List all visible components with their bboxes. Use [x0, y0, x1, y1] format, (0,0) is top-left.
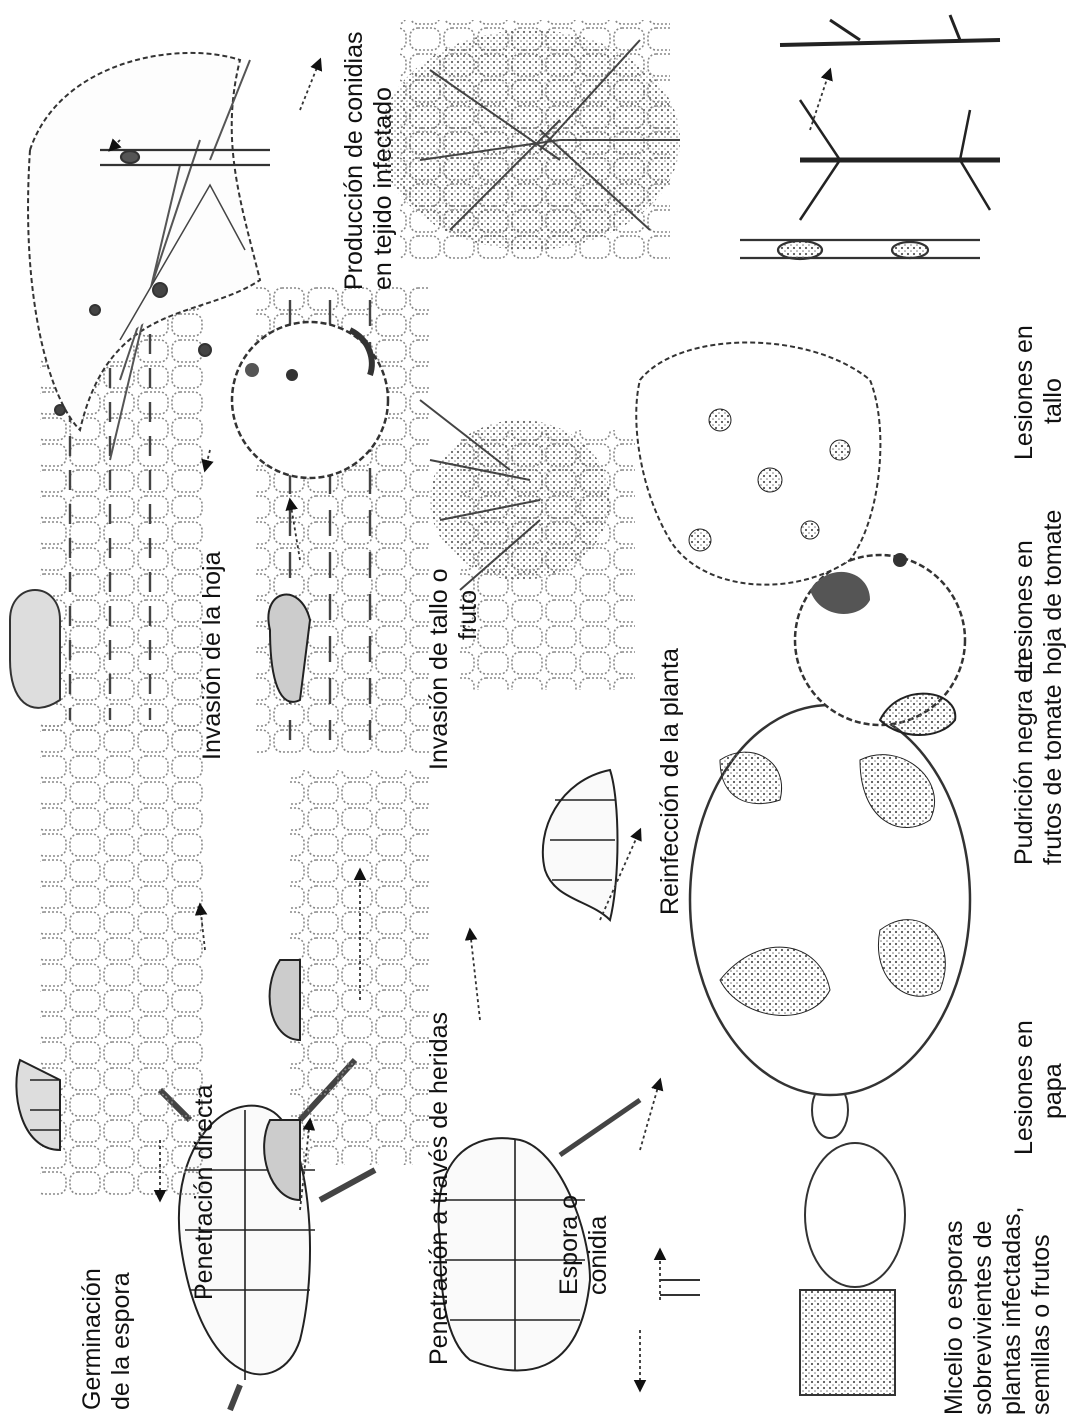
wound-penetration-tissue: [264, 770, 430, 1200]
label-spore: Espora o conidia: [555, 1195, 613, 1295]
label-fruit-rot: Pudrición negra en frutos de tomate: [1010, 655, 1068, 865]
infected-fruit: [232, 322, 388, 478]
seedlings: [780, 15, 1000, 220]
label-leaf-invasion: Invasión de la hoja: [198, 552, 227, 760]
label-direct-penetration: Penetración directa: [190, 1085, 219, 1300]
label-wound-penetration: Penetración a través de heridas: [425, 1012, 454, 1365]
label-leaf-lesions: Lesiones en hoja de tomate: [1010, 510, 1068, 675]
reinfection-spore: [543, 770, 618, 920]
mycelium-samples: [660, 1082, 905, 1395]
label-stem-lesions: Lesiones en tallo: [1010, 325, 1068, 460]
label-stem-fruit-invasion: Invasión de tallo o fruto: [425, 568, 483, 770]
conidia-tissue: [380, 20, 680, 260]
label-reinfection: Reinfección de la planta: [656, 648, 685, 915]
potato-lesions: [690, 705, 970, 1095]
direct-penetration-tissue: [16, 720, 205, 1195]
label-mycelium: Micelio o esporas sobrevivientes de plan…: [940, 1207, 1056, 1415]
label-conidia-production: Producción de conidias en tejido infecta…: [340, 32, 398, 291]
label-germination: Germinación de la espora: [78, 1268, 136, 1410]
label-potato-lesions: Lesiones en papa: [1010, 1020, 1068, 1155]
stem-lesions: [740, 240, 980, 259]
tomato-leaf-lesions: [636, 343, 880, 585]
